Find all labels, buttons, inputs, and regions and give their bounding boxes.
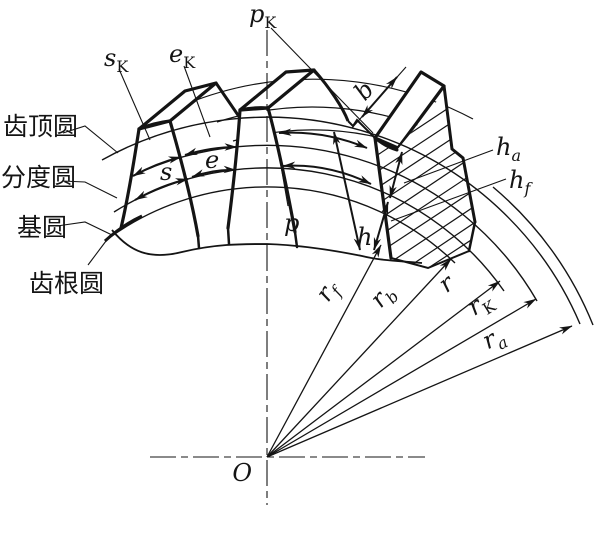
ek-leader bbox=[183, 65, 211, 138]
h-arrow bbox=[333, 131, 361, 251]
p-label: p bbox=[284, 209, 299, 237]
addendum-leader bbox=[62, 125, 119, 154]
addendum-circle-arc bbox=[101, 116, 581, 325]
sk-arrow bbox=[132, 156, 182, 177]
sk-leader bbox=[118, 68, 151, 141]
reference-leader bbox=[61, 180, 118, 199]
p-arrow bbox=[282, 161, 372, 185]
tooth2-top-face bbox=[238, 68, 316, 112]
hf-label: hf bbox=[509, 166, 533, 198]
base-circle-thick-end bbox=[103, 214, 143, 243]
dedendum-leader bbox=[87, 240, 107, 266]
s-label: s bbox=[160, 158, 172, 186]
tooth-top-faces bbox=[137, 68, 446, 150]
leader-lines bbox=[56, 27, 507, 266]
pk-leader bbox=[270, 27, 374, 134]
rb-arrow bbox=[266, 258, 452, 458]
rk-label: rK bbox=[462, 285, 500, 325]
dimension-arrows bbox=[132, 76, 403, 251]
ha-leader bbox=[403, 149, 494, 184]
p-leader bbox=[276, 142, 289, 207]
addendum-circle-label: 齿顶圆 bbox=[3, 112, 78, 141]
rk-arrow bbox=[266, 298, 537, 458]
pk-label: pK bbox=[249, 0, 277, 32]
hf-arrow bbox=[373, 201, 389, 251]
r-label: r bbox=[433, 268, 460, 298]
r-arrow bbox=[266, 280, 501, 458]
rf-arrow bbox=[266, 244, 382, 458]
outer-rim-back-arc bbox=[492, 186, 594, 326]
sk-label: sK bbox=[104, 44, 129, 76]
centerlines bbox=[150, 30, 425, 505]
base-leader bbox=[56, 221, 113, 236]
center-o-label: O bbox=[232, 459, 252, 487]
b-arrow bbox=[361, 76, 398, 118]
h-label: h bbox=[357, 223, 372, 251]
reference-circle-label: 分度圆 bbox=[1, 163, 76, 192]
ha-label: ha bbox=[496, 133, 521, 165]
rb-label: rb bbox=[364, 278, 402, 316]
dedendum-circle-line bbox=[111, 229, 423, 264]
ha-arrow bbox=[389, 151, 403, 199]
ra-arrow bbox=[266, 325, 573, 458]
rf-label: rf bbox=[310, 274, 348, 309]
e-arrow bbox=[191, 165, 237, 178]
ek-arrow bbox=[184, 143, 238, 156]
radius-arrows bbox=[266, 244, 573, 458]
base-circle-arc bbox=[104, 186, 456, 264]
ra-label: ra bbox=[478, 321, 511, 359]
ek-label: eK bbox=[169, 40, 196, 72]
s-arrow bbox=[134, 178, 189, 201]
e-label: e bbox=[205, 146, 219, 174]
hf-leader bbox=[390, 178, 507, 222]
base-circle-label: 基圆 bbox=[17, 213, 67, 242]
dedendum-circle-label: 齿根圆 bbox=[29, 269, 104, 298]
